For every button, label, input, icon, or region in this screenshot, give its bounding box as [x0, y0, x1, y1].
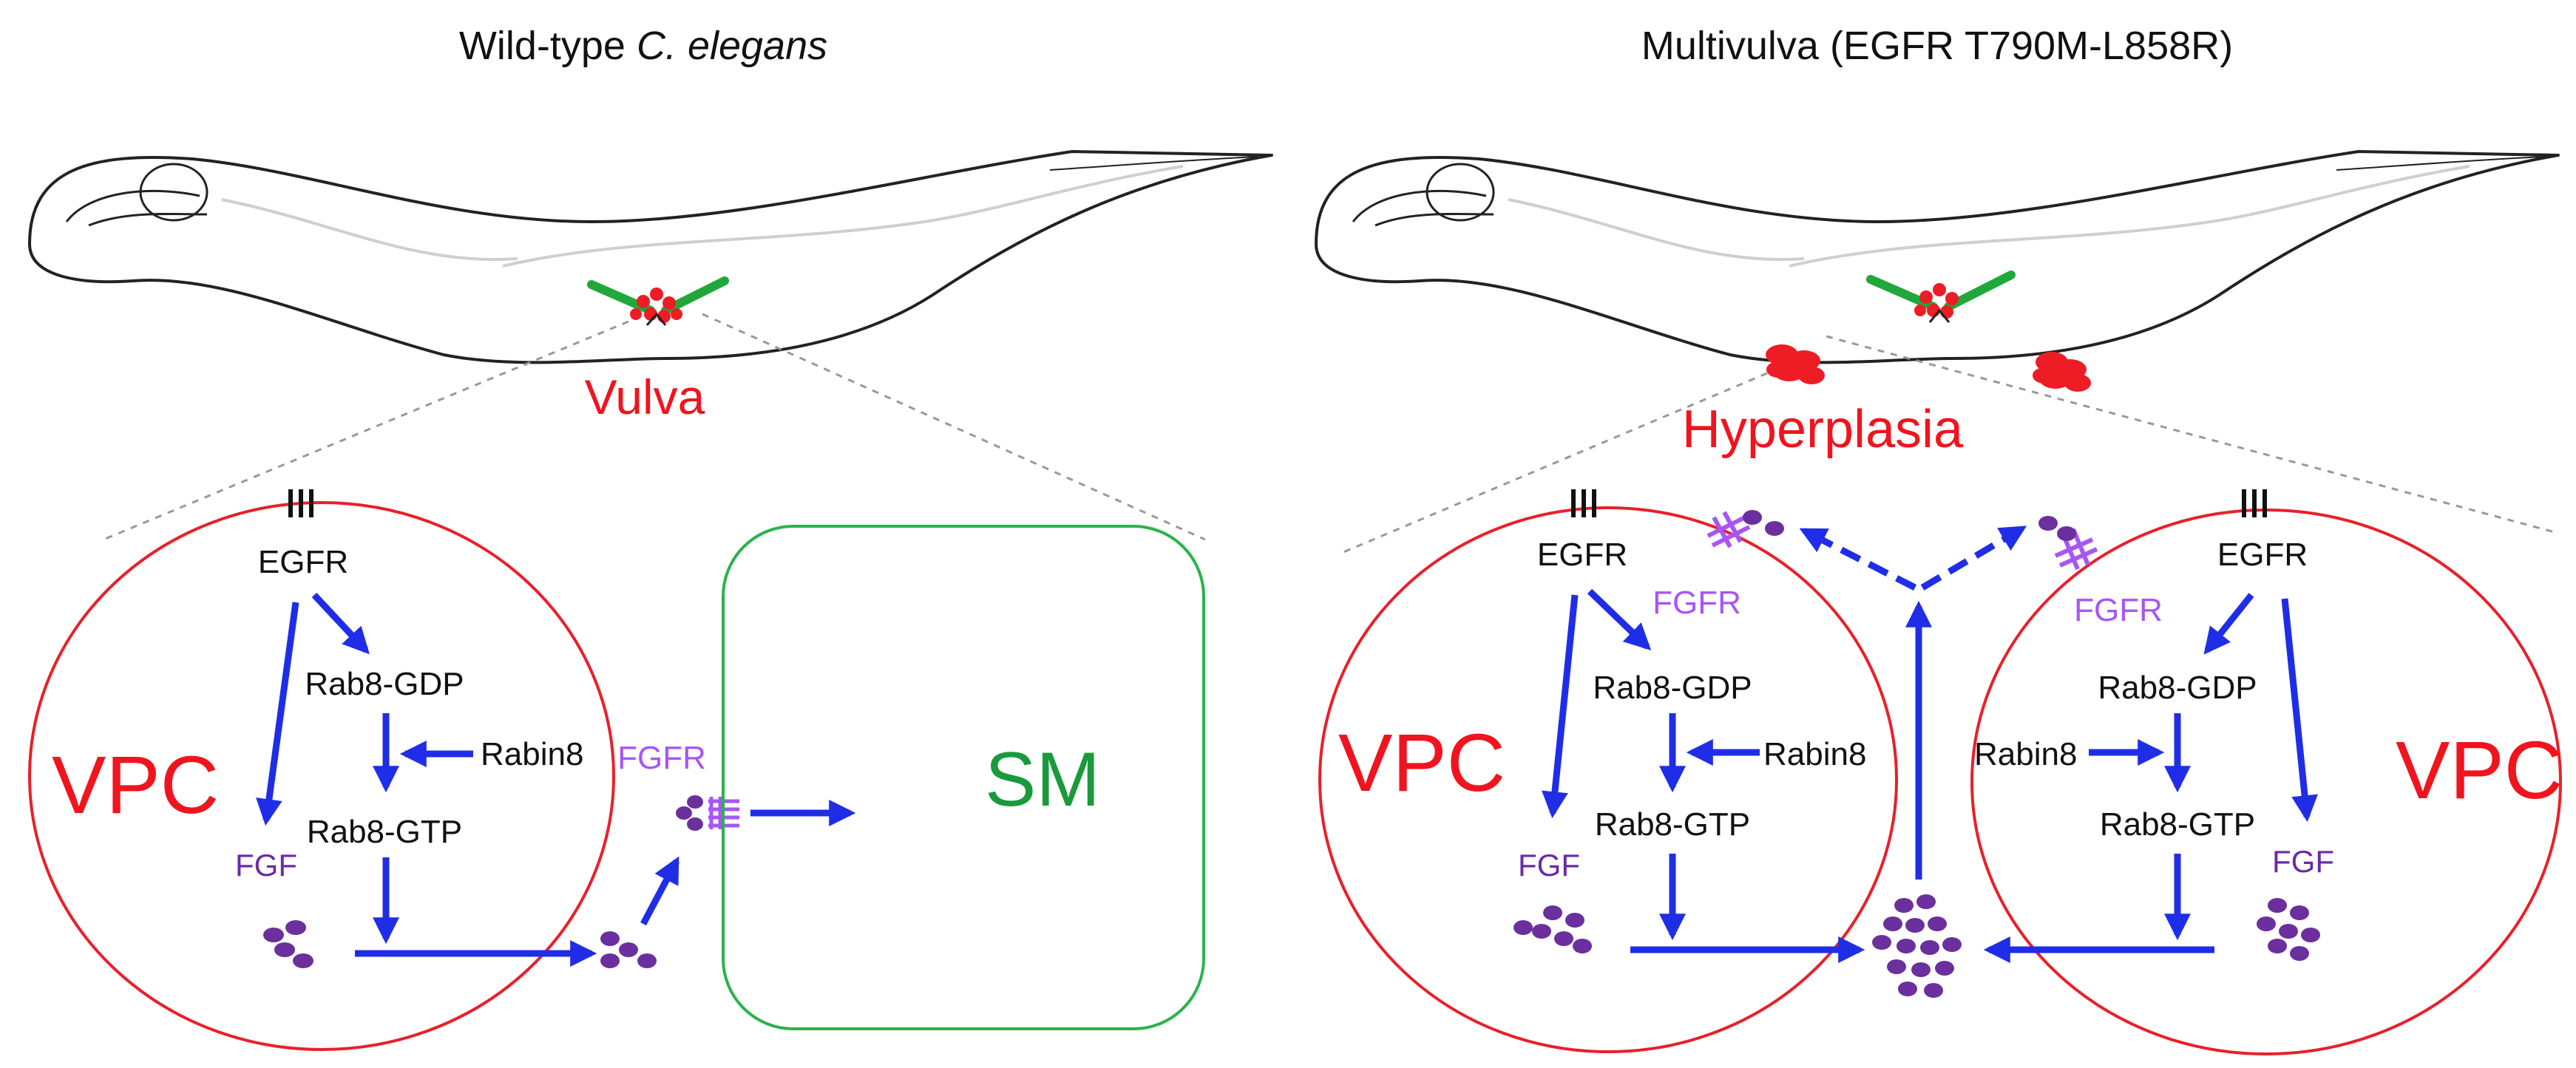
right-left-vpc-label: VPC [1338, 718, 1505, 809]
right-zoom-lines [1338, 335, 2555, 556]
right-right-vpc-label: VPC [2396, 725, 2563, 816]
left-panel-title: Wild-type C. elegans [459, 24, 827, 68]
left-fgf-dots-inside [263, 920, 313, 968]
left-egfr-label: EGFR [258, 544, 348, 580]
right-left-egfr-receptor-icon [1571, 489, 1596, 517]
left-zoom-lines [103, 313, 1206, 541]
right-right-rab8-gdp-label: Rab8-GDP [2098, 670, 2257, 706]
right-right-rabin8-label: Rabin8 [1974, 736, 2077, 772]
right-left-fgfr-label: FGFR [1653, 585, 1741, 621]
right-left-egfr-label: EGFR [1537, 537, 1627, 573]
left-rab8-gdp-label: Rab8-GDP [305, 666, 464, 702]
left-worm-illustration [28, 150, 1273, 364]
right-right-rab8-gtp-label: Rab8-GTP [2100, 806, 2255, 843]
right-organ-label: Hyperplasia [1682, 400, 1964, 459]
right-dashed-arrows [1799, 526, 2027, 591]
right-left-fgf-label: FGF [1518, 848, 1580, 882]
right-right-fgf-dots [2257, 898, 2320, 961]
right-left-fgf-dots [1514, 905, 1592, 953]
left-fgf-label: FGF [235, 848, 297, 882]
right-vulva-icon [1866, 271, 2016, 323]
right-left-rab8-gdp-label: Rab8-GDP [1593, 670, 1752, 706]
right-left-fgfr-receptor-icon [1706, 511, 1751, 548]
right-left-vpc-cell [1318, 506, 1898, 1053]
left-fgfr-label: FGFR [617, 740, 706, 776]
left-signaling-arrows [256, 592, 856, 967]
left-fgf-dots-secreted [600, 931, 657, 968]
right-right-bound-fgf-dots [2038, 516, 2076, 541]
right-hyperplasia-clusters [1766, 344, 2091, 392]
right-right-egfr-label: EGFR [2217, 537, 2308, 573]
right-left-rabin8-label: Rabin8 [1763, 736, 1866, 772]
right-right-egfr-receptor-icon [2242, 489, 2267, 517]
right-panel-title: Multivulva (EGFR T790M-L858R) [1641, 24, 2233, 68]
right-right-fgf-label: FGF [2272, 844, 2334, 879]
left-vpc-label: VPC [52, 740, 219, 831]
left-vulva-icon [587, 276, 729, 326]
right-left-rab8-gtp-label: Rab8-GTP [1595, 806, 1750, 843]
left-organ-label: Vulva [585, 370, 705, 424]
left-fgf-fgfr-complex-icon [676, 795, 739, 831]
right-signaling-arrows [1542, 588, 2318, 963]
left-egfr-receptor-icon [288, 489, 313, 517]
left-vpc-cell [28, 501, 615, 1051]
sm-cell [722, 525, 1205, 1030]
left-rabin8-label: Rabin8 [481, 736, 583, 772]
central-secreted-fgf-dots [1872, 894, 1962, 998]
right-right-fgfr-label: FGFR [2074, 592, 2163, 628]
right-worm-illustration [1315, 150, 2560, 364]
left-rab8-gtp-label: Rab8-GTP [307, 814, 462, 850]
right-left-bound-fgf-dots [1743, 510, 1784, 536]
sm-label: SM [985, 737, 1100, 823]
